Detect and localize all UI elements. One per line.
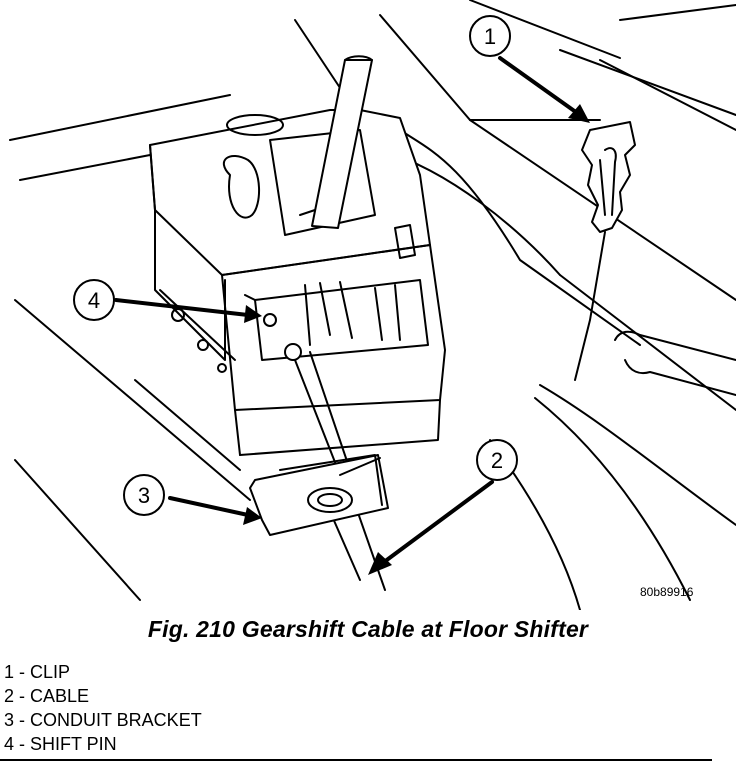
legend-item-cable: 2 - CABLE xyxy=(4,686,90,706)
legend-item-conduit-bracket: 3 - CONDUIT BRACKET xyxy=(4,710,202,730)
gearshift-cable-diagram: 1 2 3 4 xyxy=(9,0,736,610)
shift-lever xyxy=(311,55,373,229)
cable-and-bracket xyxy=(249,343,389,591)
leader-arrow-1 xyxy=(498,56,582,117)
floor-console-lines xyxy=(9,0,736,610)
arrowheads xyxy=(243,104,590,575)
callout-1-number: 1 xyxy=(484,24,496,49)
legend: 1 - CLIP 2 - CABLE 3 - CONDUIT BRACKET 4… xyxy=(4,660,202,756)
callout-3: 3 xyxy=(123,474,165,516)
callout-4: 4 xyxy=(73,279,115,321)
shifter-housing xyxy=(149,109,446,456)
callout-1: 1 xyxy=(469,15,511,57)
figure-caption: Fig. 210 Gearshift Cable at Floor Shifte… xyxy=(147,616,589,642)
leader-arrow-4 xyxy=(114,298,250,317)
callout-3-number: 3 xyxy=(138,483,150,508)
callout-2: 2 xyxy=(476,439,518,481)
leader-arrows xyxy=(114,56,582,567)
clip xyxy=(574,121,636,381)
leader-arrow-2 xyxy=(378,480,494,567)
figure-code: 80b89916 xyxy=(640,585,694,599)
bottom-rule xyxy=(0,759,712,761)
legend-item-clip: 1 - CLIP xyxy=(4,662,71,682)
leader-arrow-3 xyxy=(168,496,250,517)
callout-4-number: 4 xyxy=(88,288,100,313)
legend-item-shift-pin: 4 - SHIFT PIN xyxy=(4,734,117,754)
callout-2-number: 2 xyxy=(491,448,503,473)
